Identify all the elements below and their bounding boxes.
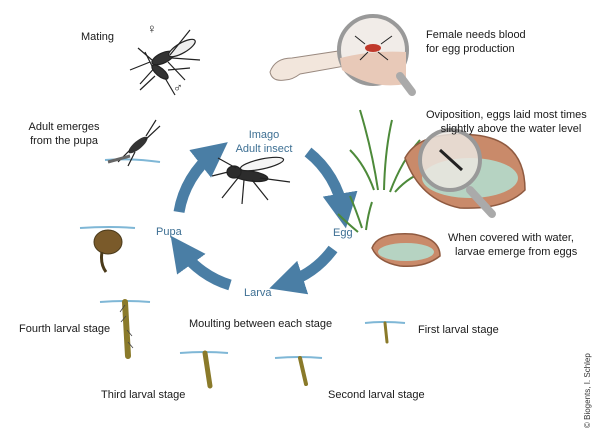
credit-text: © Biogents, I. Schlep bbox=[583, 353, 592, 428]
first-larva-illustration bbox=[364, 321, 406, 344]
label-egg: Egg bbox=[333, 227, 353, 239]
label-pupa: Pupa bbox=[156, 226, 182, 238]
label-oviposition-1: Oviposition, eggs laid most times bbox=[426, 109, 587, 121]
arrow-imago-to-egg bbox=[304, 147, 358, 229]
male-symbol: ♂ bbox=[173, 80, 183, 95]
egg-dish-illustration bbox=[337, 195, 441, 268]
adult-emerging-illustration bbox=[104, 119, 161, 167]
arrow-egg-to-larva bbox=[269, 245, 338, 295]
second-larva-illustration bbox=[274, 356, 323, 386]
pupa-illustration bbox=[79, 226, 136, 273]
label-adult-emerges-2: from the pupa bbox=[30, 135, 98, 147]
arrow-pupa-to-imago bbox=[173, 142, 228, 214]
label-covered-1: When covered with water, bbox=[448, 232, 574, 244]
female-symbol: ♀ bbox=[147, 21, 157, 36]
oviposition-dish-illustration bbox=[349, 109, 526, 218]
label-third-larval-stage: Third larval stage bbox=[101, 389, 186, 401]
label-female-blood-2: for egg production bbox=[426, 43, 515, 55]
arrow-larva-to-pupa bbox=[170, 235, 232, 291]
label-moulting: Moulting between each stage bbox=[189, 318, 333, 330]
mating-mosquitoes-illustration bbox=[129, 29, 201, 96]
label-larva: Larva bbox=[244, 287, 272, 299]
imago-mosquito-illustration bbox=[211, 156, 291, 205]
label-adult-insect: Adult insect bbox=[235, 143, 293, 155]
label-second-larval-stage: Second larval stage bbox=[328, 389, 425, 401]
label-oviposition-2: slightly above the water level bbox=[440, 123, 582, 135]
label-mating: Mating bbox=[81, 31, 115, 43]
label-first-larval-stage: First larval stage bbox=[418, 324, 499, 336]
third-larva-illustration bbox=[179, 350, 229, 389]
label-adult-emerges-1: Adult emerges bbox=[28, 121, 100, 133]
hand-illustration bbox=[269, 49, 346, 81]
magnifier-blood-meal bbox=[337, 14, 416, 96]
label-covered-2: larvae emerge from eggs bbox=[455, 246, 578, 258]
label-fourth-larval-stage: Fourth larval stage bbox=[19, 323, 111, 335]
fourth-larva-illustration bbox=[99, 299, 151, 359]
cycle-arrows bbox=[170, 142, 358, 295]
label-female-blood-1: Female needs blood bbox=[426, 29, 526, 41]
label-imago: Imago bbox=[248, 129, 280, 141]
